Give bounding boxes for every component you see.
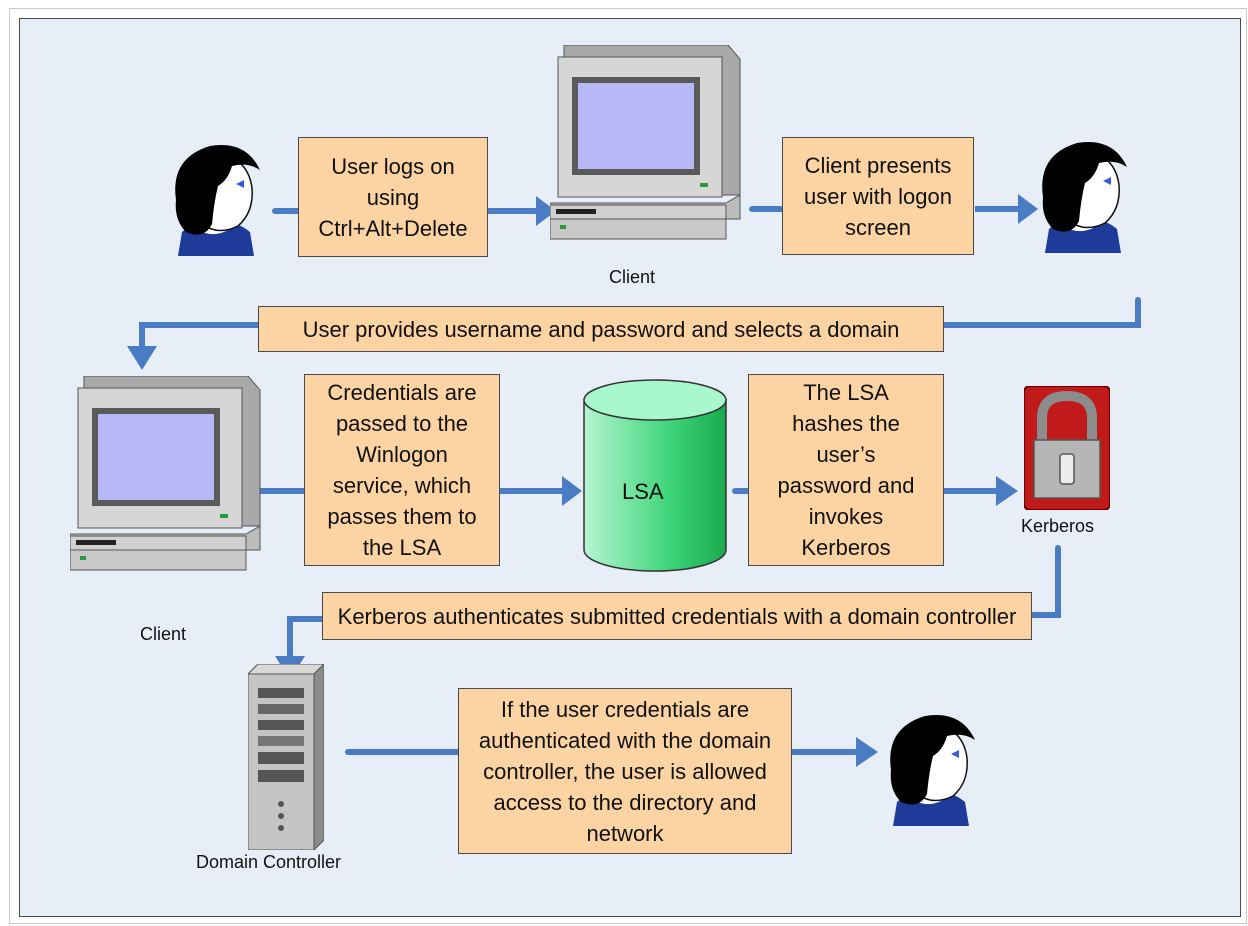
step-kerberos-authenticates: Kerberos authenticates submitted credent… xyxy=(322,592,1032,640)
arrow-kerberos-right xyxy=(1029,545,1061,618)
user-icon xyxy=(890,715,975,826)
user-icon xyxy=(175,145,260,256)
step-user-provides-credentials: User provides username and password and … xyxy=(258,306,944,352)
arrow-kerberos-left xyxy=(287,616,322,660)
step-lsa-hashes: The LSA hashes the user’s password and i… xyxy=(748,374,944,566)
caption-client-left: Client xyxy=(140,624,187,644)
step-user-logs-on: User logs on using Ctrl+Alt+Delete xyxy=(298,137,488,257)
database-icon xyxy=(583,379,727,572)
server-icon xyxy=(248,664,324,850)
lsa-label: LSA xyxy=(622,479,664,504)
outer-border xyxy=(9,8,1247,924)
computer-icon xyxy=(70,376,261,571)
step-user-allowed-access: If the user credentials are authenticate… xyxy=(458,688,792,854)
caption-kerberos: Kerberos xyxy=(1021,516,1095,536)
caption-client-top: Client xyxy=(609,267,656,287)
caption-domain-controller: Domain Controller xyxy=(196,852,342,872)
step-credentials-passed: Credentials are passed to the Winlogon s… xyxy=(304,374,500,566)
user-icon xyxy=(1042,142,1127,253)
padlock-icon xyxy=(1024,386,1110,510)
arrow-user-provides-right xyxy=(941,297,1141,328)
arrow-user-provides-left xyxy=(139,322,258,352)
computer-icon xyxy=(550,45,741,240)
step-client-presents-logon: Client presents user with logon screen xyxy=(782,137,974,255)
